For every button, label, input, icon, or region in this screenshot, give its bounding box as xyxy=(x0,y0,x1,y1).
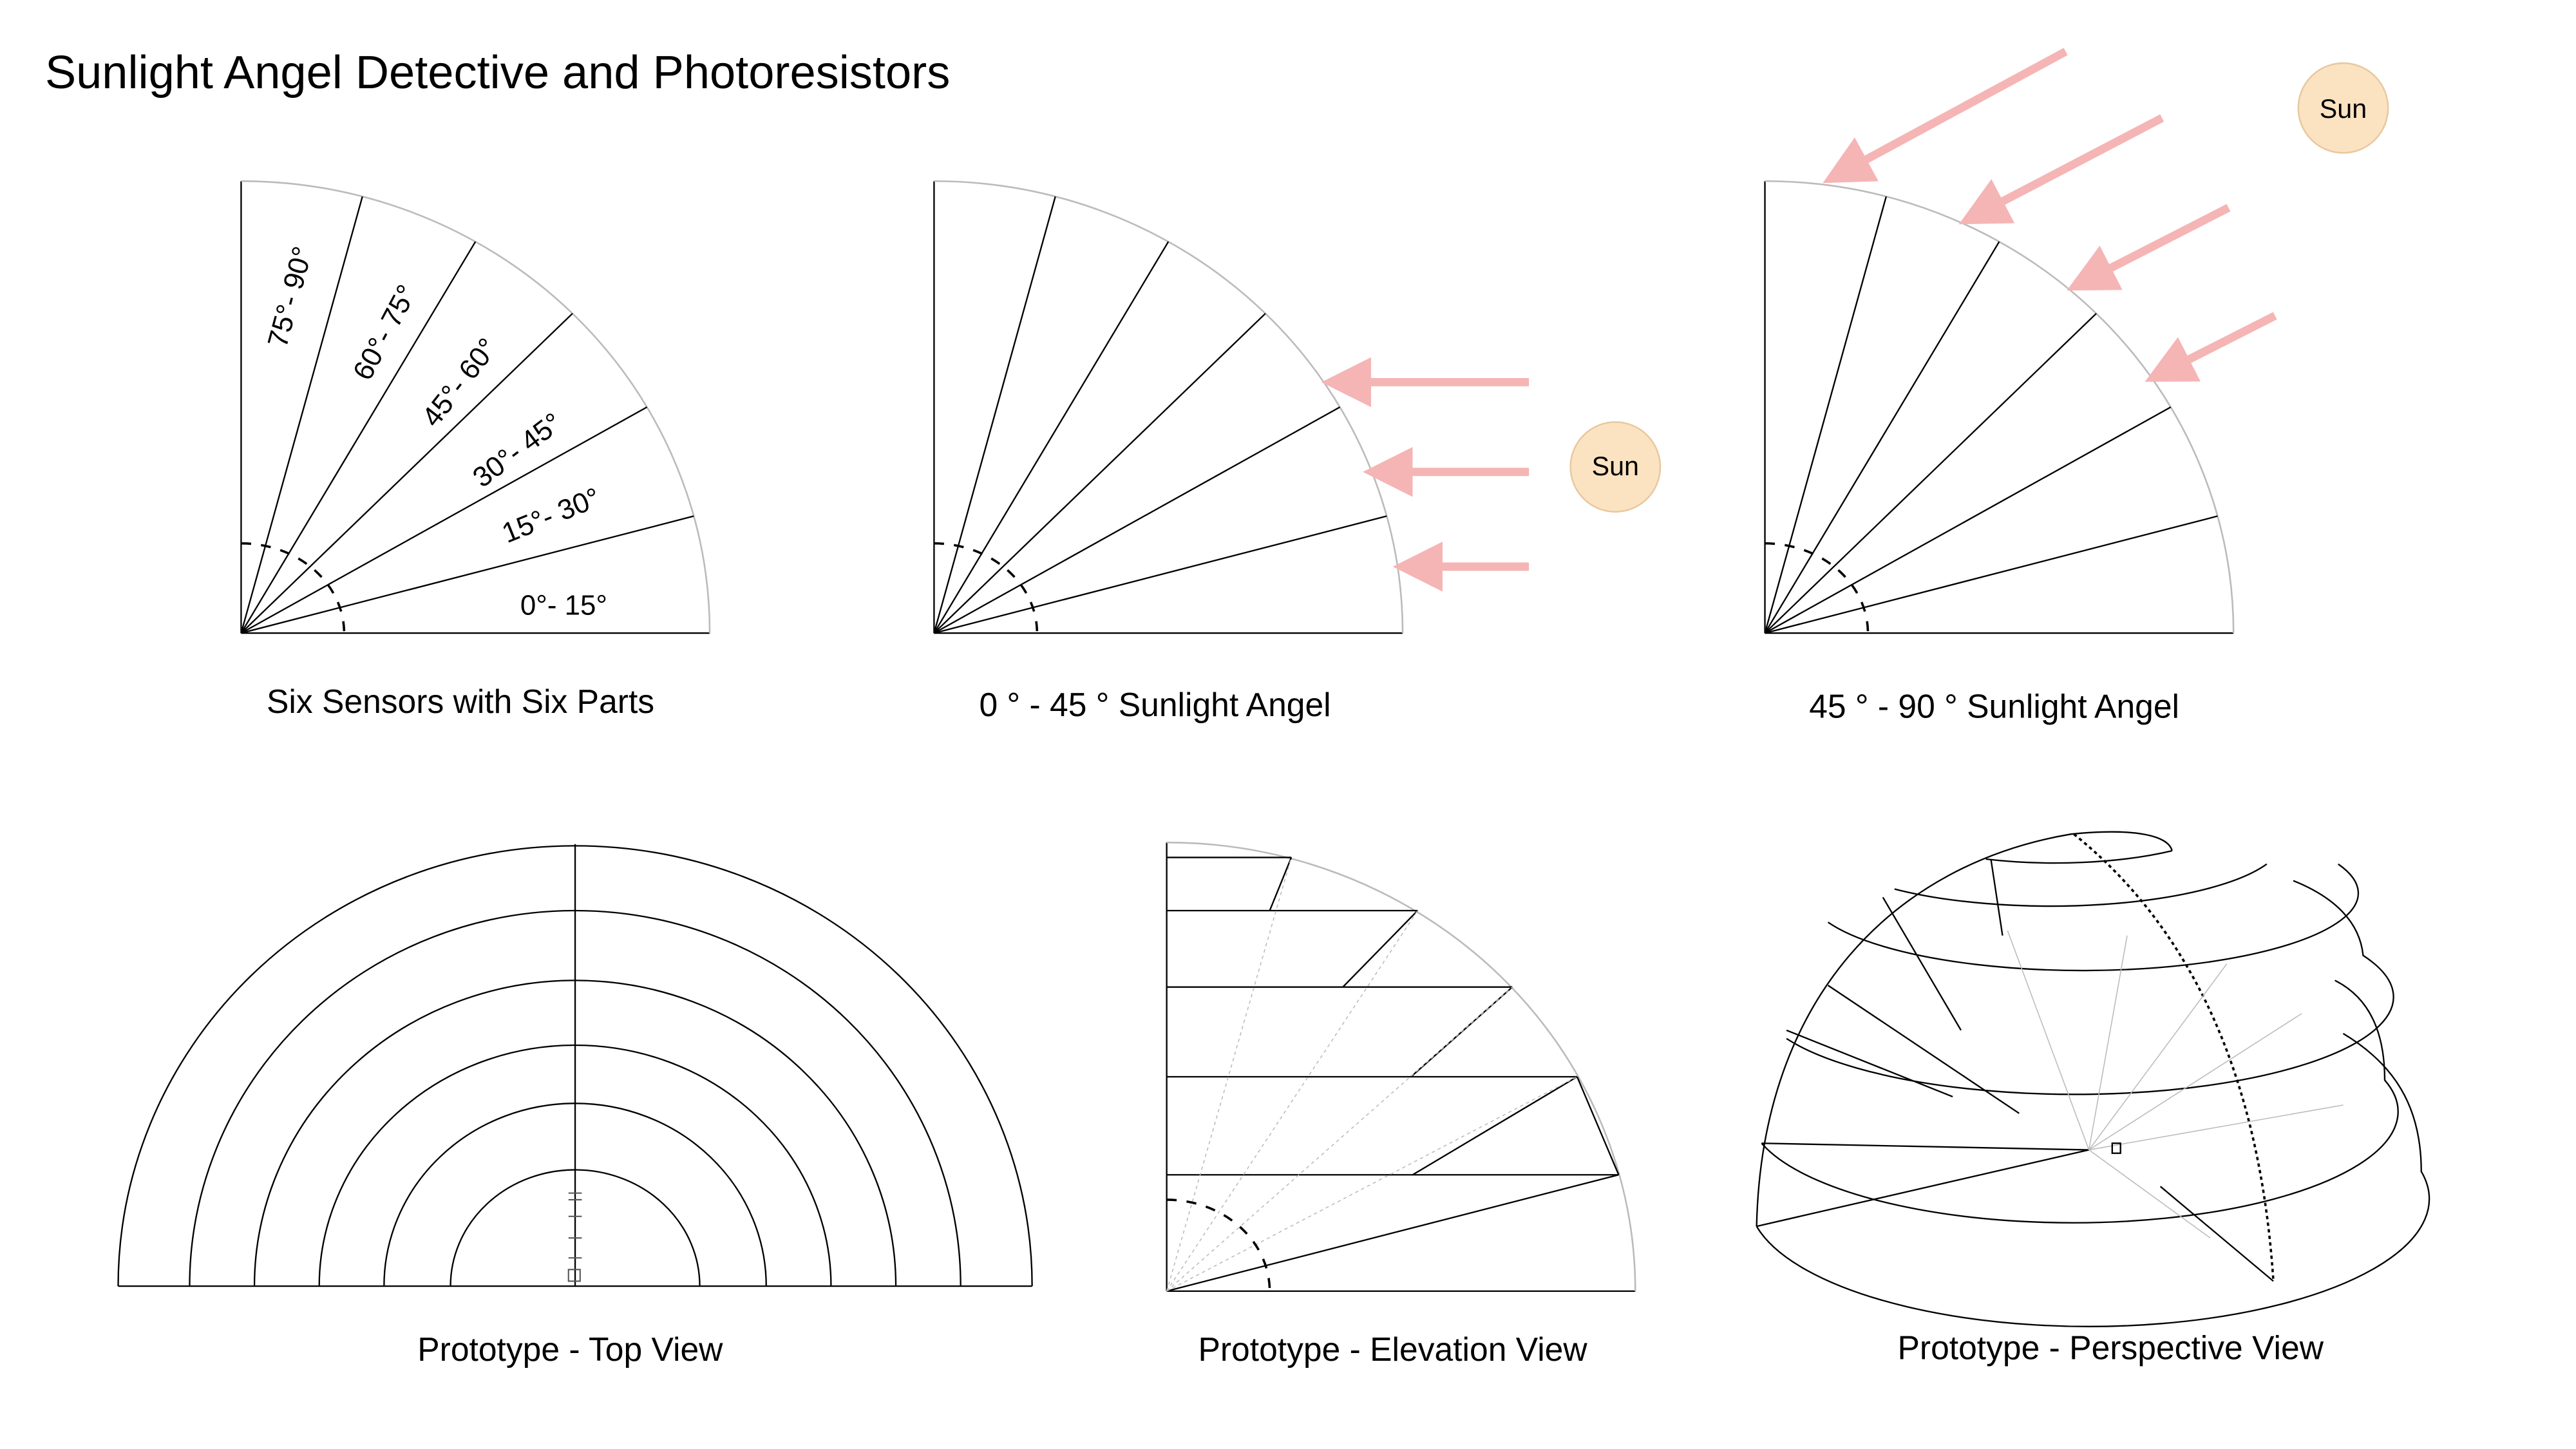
sector-divider xyxy=(240,196,363,634)
sun-label: Sun xyxy=(1592,451,1639,481)
sector-divider xyxy=(240,312,573,634)
sector-label: 45°- 60° xyxy=(416,332,504,433)
quarter-fan xyxy=(240,180,711,634)
page-title: Sunlight Angel Detective and Photoresist… xyxy=(45,47,950,99)
sector-divider xyxy=(934,515,1387,634)
sector-label: 30°- 45° xyxy=(467,406,568,493)
sector-divider xyxy=(240,241,477,634)
angle-arc xyxy=(934,542,1039,634)
sector-label: 15°- 30° xyxy=(498,482,605,549)
sun-label: Sun xyxy=(2320,94,2367,124)
sector-label: 60°- 75° xyxy=(347,279,423,385)
elevation-view-diagram: Prototype - Elevation View xyxy=(1166,841,1636,1368)
sector-divider xyxy=(933,406,1341,634)
sunlight-arrow xyxy=(2067,204,2231,291)
caption: 0 ° - 45 ° Sunlight Angel xyxy=(980,686,1331,723)
sector-divider xyxy=(1765,515,2218,634)
sector-label: 0°- 15° xyxy=(520,590,607,621)
sector-label: 75°- 90° xyxy=(261,243,319,351)
sunlight-arrow xyxy=(1958,114,2164,225)
sector-divider xyxy=(1764,312,2097,634)
sensor-icon xyxy=(2111,1142,2121,1154)
sensor-icons xyxy=(567,1192,582,1282)
sector-divider xyxy=(933,312,1266,634)
perspective-view-diagram: Prototype - Perspective View xyxy=(1756,831,2430,1367)
quarter-fan xyxy=(933,180,1404,634)
sun-icon xyxy=(1569,421,1662,513)
sector-divider xyxy=(1764,241,2000,634)
low-angle-diagram: Sun 0 ° - 45 ° Sunlight Angel xyxy=(933,180,1662,723)
quarter-fan xyxy=(1764,180,2235,634)
sector-diagram: 0°- 15° 15°- 30° 30°- 45° 45°- 60° 60°- … xyxy=(240,180,711,720)
sector-divider xyxy=(1764,196,1887,634)
caption: Prototype - Perspective View xyxy=(1897,1329,2324,1367)
sun-icon xyxy=(2297,62,2389,154)
caption: Six Sensors with Six Parts xyxy=(267,683,654,720)
sector-divider xyxy=(933,196,1056,634)
caption: Prototype - Elevation View xyxy=(1198,1331,1587,1368)
sector-divider xyxy=(241,515,694,634)
sector-divider xyxy=(933,241,1170,634)
angle-arc xyxy=(241,542,346,634)
angle-arc xyxy=(1765,542,1870,634)
top-view-diagram: Prototype - Top View xyxy=(117,844,1033,1368)
high-angle-diagram: Sun 45 ° - 90 ° Sunlight Angel xyxy=(1764,48,2389,725)
sector-divider xyxy=(240,406,648,634)
caption: Prototype - Top View xyxy=(417,1331,723,1368)
caption: 45 ° - 90 ° Sunlight Angel xyxy=(1809,688,2179,725)
sensor-rays xyxy=(2007,930,2344,1238)
sunlight-arrow xyxy=(1823,48,2068,184)
sunlight-arrow xyxy=(2145,312,2277,382)
sector-divider xyxy=(1764,406,2172,634)
